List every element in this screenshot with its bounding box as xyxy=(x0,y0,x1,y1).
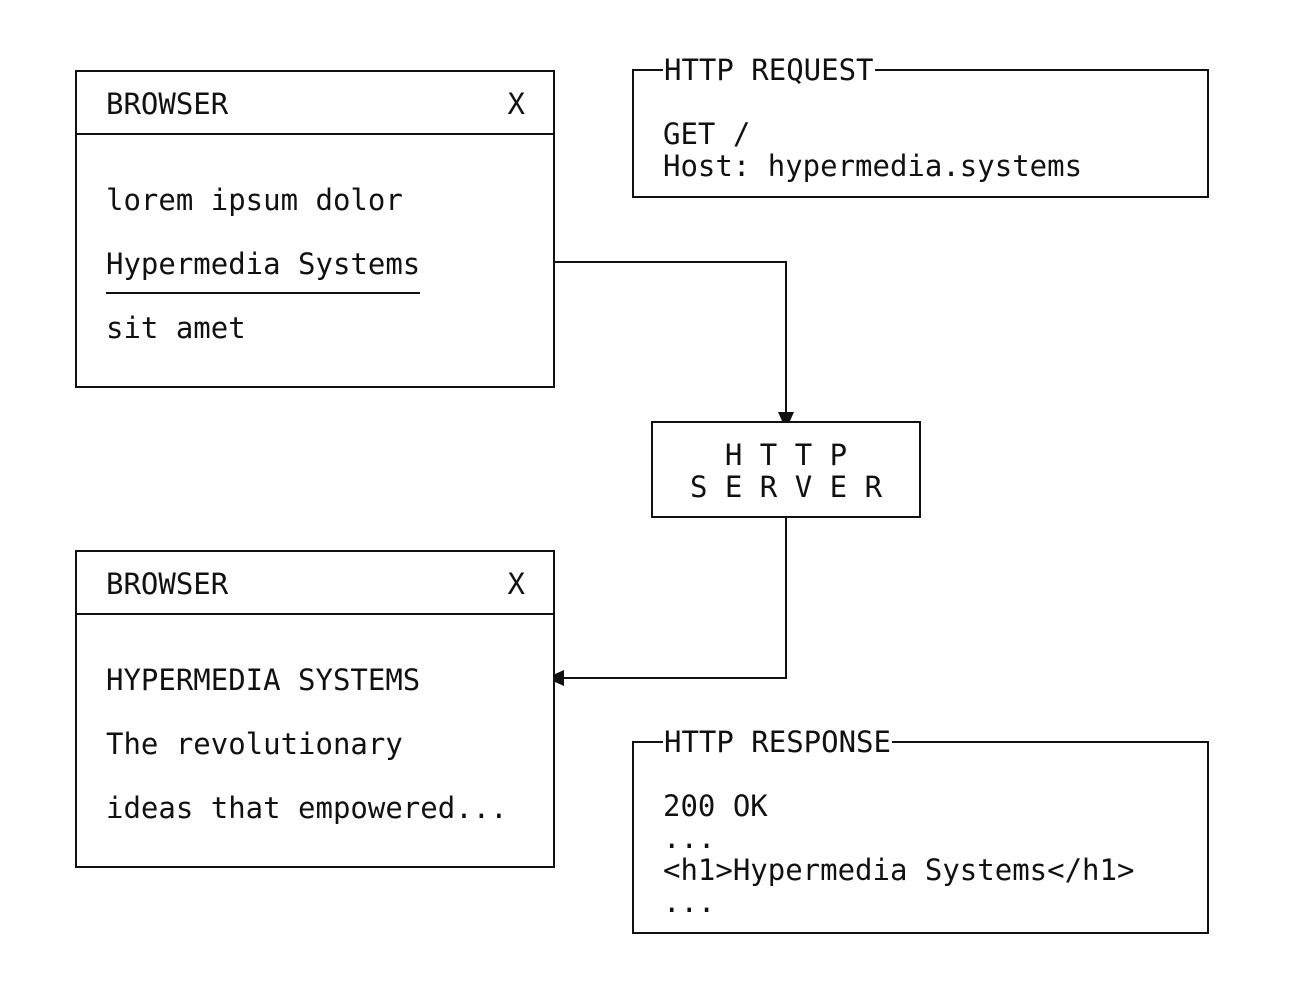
browser-titlebar: BROWSER X xyxy=(77,552,553,615)
browser-window-after: BROWSER X HYPERMEDIA SYSTEMS The revolut… xyxy=(75,550,555,868)
http-request-label: HTTP REQUEST xyxy=(663,53,875,87)
page-text: ideas that empowered... xyxy=(106,791,508,825)
close-button[interactable]: X xyxy=(507,87,525,121)
response-arrow xyxy=(562,518,787,679)
http-request-body: GET / Host: hypermedia.systems xyxy=(663,117,1083,183)
browser-title: BROWSER xyxy=(106,87,229,121)
browser-window-before: BROWSER X lorem ipsum dolor Hypermedia S… xyxy=(75,70,555,388)
http-request-box: HTTP REQUEST GET / Host: hypermedia.syst… xyxy=(632,54,1209,198)
http-response-label: HTTP RESPONSE xyxy=(663,725,892,759)
page-text: The revolutionary xyxy=(106,727,403,761)
page-text: sit amet xyxy=(106,311,246,345)
page-text: lorem ipsum dolor xyxy=(106,183,403,217)
server-label-line2: S E R V E R xyxy=(689,470,883,504)
browser-titlebar: BROWSER X xyxy=(77,72,553,135)
page-heading: HYPERMEDIA SYSTEMS xyxy=(106,663,421,697)
http-response-body: 200 OK ... <h1>Hypermedia Systems</h1> .… xyxy=(663,789,1135,919)
http-server-box: H T T P S E R V E R xyxy=(651,421,921,518)
close-button[interactable]: X xyxy=(507,567,525,601)
http-response-box: HTTP RESPONSE 200 OK ... <h1>Hypermedia … xyxy=(632,726,1209,934)
hypermedia-systems-link[interactable]: Hypermedia Systems xyxy=(106,248,421,294)
server-label-line1: H T T P xyxy=(724,438,848,472)
browser-title: BROWSER xyxy=(106,567,229,601)
